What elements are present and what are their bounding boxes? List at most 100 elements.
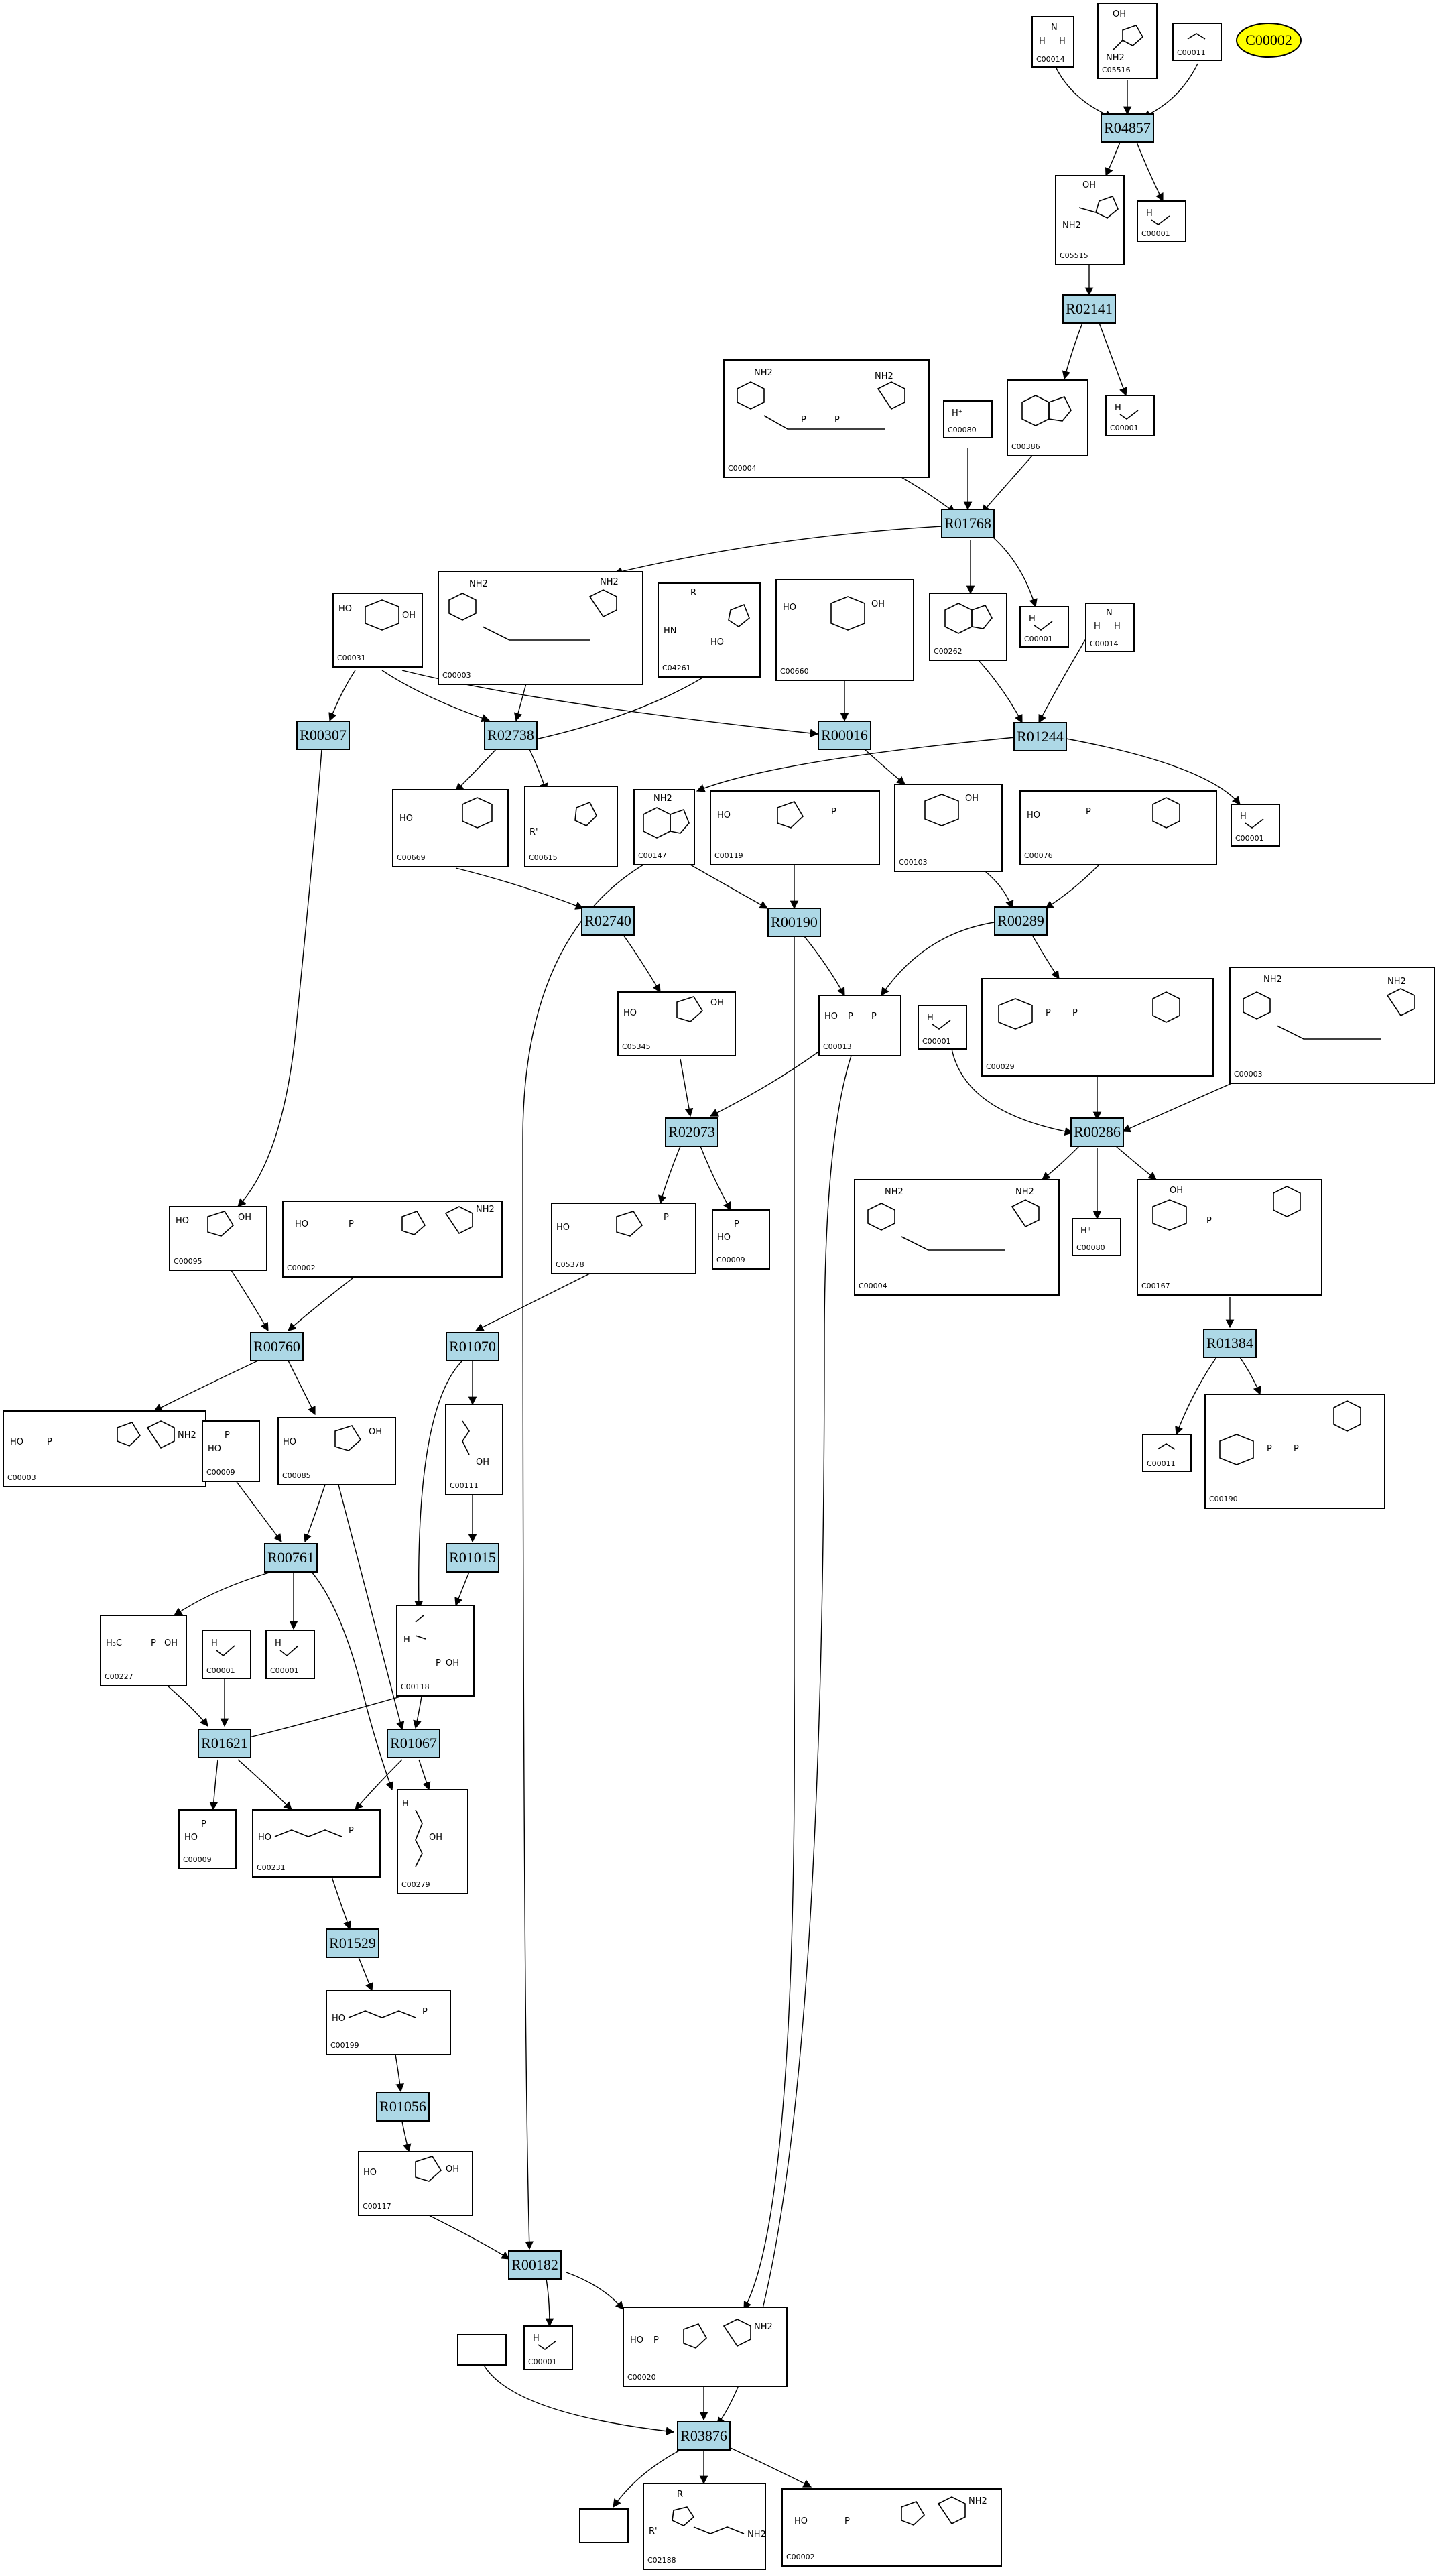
reaction-node[interactable]: R01621 [198, 1729, 251, 1758]
compound-id: C00014 [1090, 639, 1119, 648]
compound-node[interactable]: R HN HO C04261 [658, 582, 761, 678]
compound-node[interactable]: C00386 [1007, 379, 1088, 456]
reaction-node[interactable]: R01056 [376, 2092, 430, 2122]
atom-label: HO [258, 1833, 271, 1843]
compound-node[interactable]: HO P C00231 [252, 1809, 381, 1878]
compound-node[interactable]: NH2 NH2 C00003 [1229, 967, 1435, 1084]
compound-node-empty[interactable] [579, 2508, 629, 2543]
start-compound[interactable]: C00002 [1236, 23, 1302, 58]
compound-node-empty[interactable] [457, 2334, 507, 2366]
compound-node[interactable]: P HO C00009 [178, 1809, 237, 1869]
reaction-node[interactable]: R01244 [1013, 722, 1067, 751]
compound-node[interactable]: HO P NH2 C00003 [3, 1410, 206, 1487]
reaction-node[interactable]: R00190 [767, 908, 821, 937]
compound-node[interactable]: P HO C00009 [202, 1420, 260, 1482]
reaction-node[interactable]: R02073 [665, 1117, 718, 1147]
compound-node[interactable]: HO OH C00095 [169, 1206, 267, 1271]
reaction-node[interactable]: R00761 [264, 1543, 318, 1573]
reaction-node[interactable]: R01529 [326, 1928, 379, 1958]
reaction-node[interactable]: R02141 [1062, 294, 1116, 324]
compound-node[interactable]: C00011 [1172, 23, 1222, 61]
reaction-node[interactable]: R00760 [250, 1332, 304, 1361]
compound-node[interactable]: HO P C00119 [710, 790, 880, 865]
compound-node[interactable]: NH2 C00147 [633, 789, 695, 865]
atom-label: H [403, 1635, 410, 1645]
compound-node[interactable]: HO OH C00660 [775, 579, 914, 681]
atom-label: P [1072, 1008, 1078, 1018]
reaction-node[interactable]: R00016 [818, 721, 871, 750]
reaction-node[interactable]: R00289 [994, 906, 1048, 936]
atom-label: OH [402, 611, 416, 621]
atom-label: HO [10, 1437, 23, 1447]
compound-node[interactable]: HO P C00076 [1019, 790, 1217, 865]
compound-node[interactable]: HO P C05378 [551, 1203, 696, 1274]
compound-node[interactable]: OH C00111 [445, 1404, 503, 1495]
compound-node[interactable]: H C00001 [202, 1630, 251, 1679]
compound-node[interactable]: N H H C00014 [1085, 603, 1135, 652]
atom-label: P [664, 1213, 669, 1223]
atom-label: NH2 [875, 371, 893, 381]
compound-node[interactable]: OH NH2 C05516 [1097, 3, 1158, 79]
atom-label: OH [1082, 180, 1096, 190]
compound-node[interactable]: P HO C00009 [712, 1209, 770, 1270]
compound-node[interactable]: HO P P C00013 [818, 995, 901, 1056]
compound-node[interactable]: HO OH C00117 [358, 2151, 473, 2216]
reaction-label: R01768 [944, 515, 991, 532]
atom-label: HO [630, 2335, 643, 2345]
compound-id: C05516 [1102, 66, 1131, 74]
compound-node[interactable]: HO P NH2 C00002 [282, 1201, 503, 1278]
compound-node[interactable]: N H H C00014 [1031, 16, 1074, 68]
compound-id: C00262 [934, 647, 962, 656]
atom-label: P [1086, 807, 1091, 817]
reaction-node[interactable]: R03876 [677, 2421, 731, 2451]
compound-node[interactable]: HO P NH2 C00002 [781, 2488, 1002, 2567]
compound-node[interactable]: H C00001 [918, 1005, 967, 1050]
compound-node[interactable]: C00262 [929, 593, 1007, 661]
compound-node[interactable]: NH2 NH2 C00003 [438, 571, 643, 685]
compound-node[interactable]: H P OH C00118 [396, 1605, 475, 1697]
compound-node[interactable]: R NH2 R' C02188 [643, 2483, 766, 2570]
compound-node[interactable]: H⁺ C00080 [943, 400, 993, 438]
compound-node[interactable]: H C00001 [1019, 606, 1069, 648]
compound-id: C00085 [282, 1471, 311, 1480]
atom-label: HO [556, 1223, 570, 1233]
compound-node[interactable]: C00011 [1142, 1434, 1192, 1472]
compound-node[interactable]: H C00001 [1137, 200, 1186, 242]
compound-id: C00001 [1141, 229, 1170, 238]
reaction-node[interactable]: R00286 [1070, 1117, 1124, 1147]
compound-node[interactable]: OH NH2 C05515 [1055, 175, 1125, 265]
reaction-node[interactable]: R04857 [1101, 113, 1154, 143]
compound-node[interactable]: NH2 NH2 C00004 [854, 1179, 1060, 1296]
reaction-node[interactable]: R00182 [508, 2250, 562, 2280]
compound-node[interactable]: NH2 NH2 P P C00004 [723, 359, 930, 478]
reaction-node[interactable]: R02738 [484, 721, 538, 750]
reaction-node[interactable]: R01384 [1203, 1329, 1257, 1358]
compound-node[interactable]: HO C00669 [392, 789, 509, 867]
reaction-node[interactable]: R01015 [446, 1543, 499, 1573]
reaction-node[interactable]: R01768 [941, 509, 995, 538]
compound-node[interactable]: H C00001 [1231, 804, 1280, 847]
compound-node[interactable]: HO OH C00031 [332, 593, 423, 668]
compound-node[interactable]: H⁺ C00080 [1072, 1218, 1121, 1256]
compound-node[interactable]: HO OH C05345 [617, 991, 736, 1056]
compound-id: C00009 [183, 1855, 212, 1864]
reaction-node[interactable]: R02740 [581, 906, 635, 936]
compound-node[interactable]: HO OH C00085 [277, 1417, 396, 1485]
reaction-node[interactable]: R00307 [296, 721, 350, 750]
reaction-node[interactable]: R01067 [387, 1729, 440, 1758]
compound-node[interactable]: HO P C00199 [326, 1990, 451, 2055]
compound-node[interactable]: H₃C P OH C00227 [100, 1615, 187, 1686]
compound-node[interactable]: OH P C00167 [1137, 1179, 1322, 1296]
compound-node[interactable]: P P C00029 [981, 978, 1214, 1077]
compound-node[interactable]: HO P NH2 C00020 [623, 2307, 788, 2387]
compound-node[interactable]: P P C00190 [1204, 1394, 1385, 1509]
compound-node[interactable]: H C00001 [1105, 395, 1155, 436]
compound-node[interactable]: H C00001 [523, 2325, 573, 2370]
compound-node[interactable]: OH C00103 [894, 784, 1003, 872]
compound-node[interactable]: R' C00615 [524, 786, 618, 867]
compound-node[interactable]: H C00001 [265, 1630, 315, 1679]
reaction-node[interactable]: R01070 [446, 1332, 499, 1361]
compound-node[interactable]: H OH C00279 [397, 1789, 468, 1894]
atom-label: NH2 [747, 2530, 766, 2540]
reaction-label: R02141 [1066, 300, 1113, 317]
